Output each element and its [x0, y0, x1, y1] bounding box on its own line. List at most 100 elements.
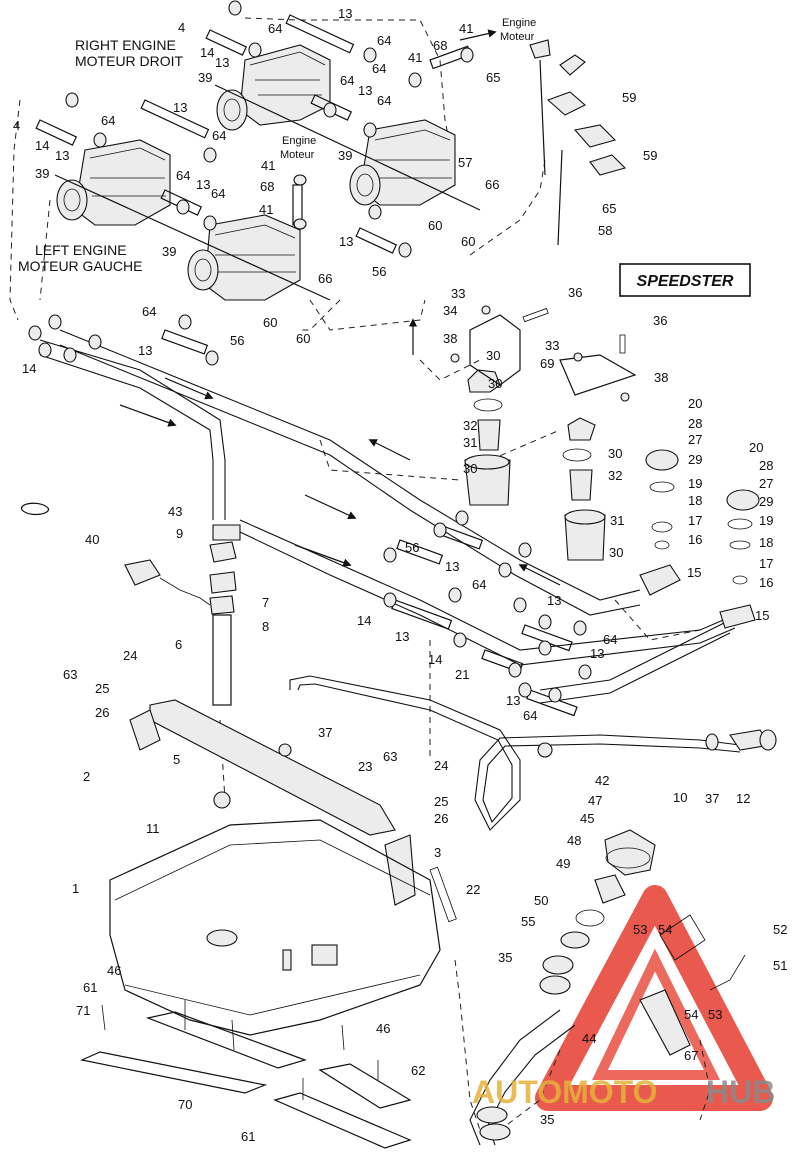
- callout: 21: [455, 667, 469, 682]
- callout: 39: [198, 70, 212, 85]
- fuel-selector-parts: [529, 39, 760, 629]
- callout: 14: [200, 45, 214, 60]
- callout: 33: [451, 286, 465, 301]
- callout: 69: [540, 356, 554, 371]
- callout: 25: [434, 794, 448, 809]
- callout: 13: [338, 6, 352, 21]
- callout: 16: [759, 575, 773, 590]
- callout: 25: [95, 681, 109, 696]
- callout: 27: [759, 476, 773, 491]
- watermark-text-b: HUB: [706, 1074, 775, 1110]
- callout: 44: [582, 1031, 596, 1046]
- callout: 11: [146, 821, 160, 836]
- callout: 12: [736, 791, 750, 806]
- callout: 56: [230, 333, 244, 348]
- left-engine-carburetors: [54, 139, 331, 301]
- callout: 13: [215, 55, 229, 70]
- flow-arrows: [119, 29, 561, 586]
- engine-label-mid-fr: Moteur: [280, 149, 315, 161]
- model-badge: SPEEDSTER: [619, 263, 751, 297]
- callout: 14: [428, 652, 442, 667]
- callout: 64: [212, 128, 226, 143]
- callout: 50: [534, 893, 548, 908]
- callout: 30: [608, 446, 622, 461]
- callout: 5: [173, 752, 180, 767]
- callout: 32: [463, 418, 477, 433]
- callout: 64: [472, 577, 486, 592]
- callout: 64: [523, 708, 537, 723]
- callout: 14: [22, 361, 36, 376]
- callout: 42: [595, 773, 609, 788]
- callout: 8: [262, 619, 269, 634]
- watermark-text-a: AUTOMOTO: [472, 1074, 657, 1110]
- callout: 64: [372, 61, 386, 76]
- callout: 27: [688, 432, 702, 447]
- callout: 57: [458, 155, 472, 170]
- callout: 71: [76, 1003, 90, 1018]
- callout: 13: [506, 693, 520, 708]
- vent-fittings: [705, 729, 777, 751]
- right-engine-label-fr: MOTEUR DROIT: [75, 53, 184, 69]
- callout: 60: [428, 218, 442, 233]
- callout: 4: [13, 118, 20, 133]
- filler-neck-assy: [476, 742, 746, 1141]
- callout: 64: [101, 113, 115, 128]
- callout: 18: [759, 535, 773, 550]
- callout: 64: [340, 73, 354, 88]
- callout: 35: [540, 1112, 554, 1127]
- callout: 13: [138, 343, 152, 358]
- watermark-text: AUTOMOTO HUB: [472, 1074, 775, 1110]
- engine-label-top-fr: Moteur: [500, 31, 535, 43]
- callout: 60: [461, 234, 475, 249]
- callout: 29: [759, 494, 773, 509]
- callout: 39: [162, 244, 176, 259]
- callout: 28: [759, 458, 773, 473]
- callout: 41: [459, 21, 473, 36]
- callout: 9: [176, 526, 183, 541]
- callout: 19: [759, 513, 773, 528]
- callout: 55: [521, 914, 535, 929]
- fuel-filters: [464, 369, 606, 561]
- left-engine-label-fr: MOTEUR GAUCHE: [18, 258, 142, 274]
- callout: 59: [643, 148, 657, 163]
- callout: 49: [556, 856, 570, 871]
- callout: 66: [318, 271, 332, 286]
- callout: 30: [488, 376, 502, 391]
- callout: 63: [383, 749, 397, 764]
- callout: 64: [377, 93, 391, 108]
- callout: 13: [445, 559, 459, 574]
- callout: 6: [175, 637, 182, 652]
- callout: 56: [372, 264, 386, 279]
- tank-straps: [129, 699, 457, 923]
- callout: 46: [376, 1021, 390, 1036]
- callout: 54: [684, 1007, 698, 1022]
- callout: 38: [654, 370, 668, 385]
- callout: 59: [622, 90, 636, 105]
- callout: 20: [688, 396, 702, 411]
- callout: 29: [688, 452, 702, 467]
- callout: 34: [443, 303, 457, 318]
- callout: 62: [411, 1063, 425, 1078]
- engine-label-top-en: Engine: [502, 17, 536, 29]
- callout: 2: [83, 769, 90, 784]
- callout: 54: [658, 922, 672, 937]
- callout: 14: [35, 138, 49, 153]
- callout: 26: [95, 705, 109, 720]
- callout: 24: [123, 648, 137, 663]
- callout: 58: [598, 223, 612, 238]
- callout: 30: [609, 545, 623, 560]
- callout: 13: [55, 148, 69, 163]
- callout: 64: [142, 304, 156, 319]
- callout: 37: [705, 791, 719, 806]
- callout: 64: [268, 21, 282, 36]
- callout: 15: [687, 565, 701, 580]
- callout: 39: [35, 166, 49, 181]
- callout: 17: [688, 513, 702, 528]
- callout: 32: [608, 468, 622, 483]
- fuel-tank: [109, 819, 441, 1036]
- tank-pads: [80, 1000, 412, 1149]
- small-hoses-fittings: [35, 14, 578, 717]
- callout: 36: [653, 313, 667, 328]
- engine-headings: RIGHT ENGINE MOTEUR DROIT LEFT ENGINE MO…: [18, 17, 536, 274]
